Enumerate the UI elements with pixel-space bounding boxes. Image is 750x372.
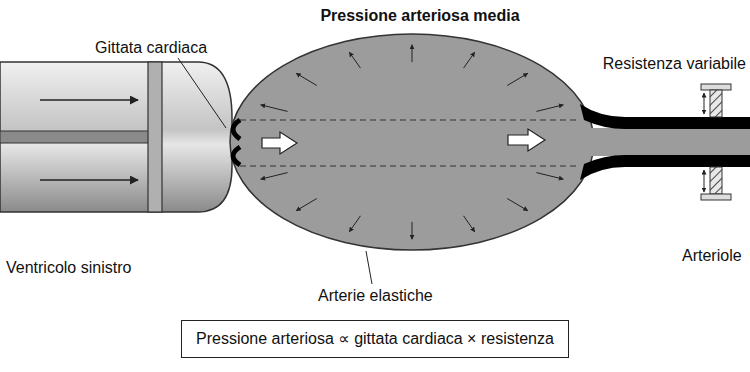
- arteriole-lumen: [588, 128, 750, 156]
- pressure-arrow: [412, 45, 413, 62]
- arteriole-wall: [580, 104, 750, 129]
- valve-leaflet: [233, 147, 240, 165]
- callout-label: Resistenza variabile: [603, 54, 746, 73]
- pressure-arrow: [536, 105, 563, 112]
- pressure-arrow: [507, 73, 528, 85]
- adjust-arrow: [704, 181, 705, 192]
- formula-text: Pressione arteriosa ∝ gittata cardiaca ×…: [196, 329, 554, 348]
- leader-line: [178, 58, 226, 128]
- adjust-arrow: [704, 103, 705, 114]
- part-label: Ventricolo sinistro: [6, 258, 131, 277]
- flow-arrow: [40, 179, 138, 181]
- pressure-arrow: [464, 216, 475, 232]
- pressure-arrows: [261, 45, 564, 239]
- diagram-title: Pressione arteriosa media: [320, 6, 519, 25]
- callout-label: Gittata cardiaca: [95, 38, 207, 57]
- dashed-line: [240, 120, 580, 121]
- valve-leaflet: [233, 120, 240, 139]
- pressure-arrow: [464, 52, 475, 68]
- part-label: Arteriole: [682, 246, 742, 265]
- adjust-arrow: [704, 93, 705, 103]
- hollow-arrow: [508, 129, 545, 151]
- ventricle-body: [0, 62, 232, 212]
- pressure-arrow: [507, 199, 528, 211]
- formula-box: Pressione arteriosa ∝ gittata cardiaca ×…: [181, 320, 569, 358]
- ventricle-divider: [0, 131, 150, 143]
- dashed-line: [240, 166, 580, 167]
- part-label: Arterie elastiche: [318, 286, 433, 305]
- clamp-screw: [710, 167, 722, 194]
- clamp-screw: [710, 90, 722, 117]
- adjust-arrow: [704, 170, 705, 181]
- pressure-arrow: [412, 222, 413, 239]
- pressure-arrow: [261, 105, 288, 112]
- pressure-arrow: [296, 199, 317, 211]
- pressure-arrow: [536, 173, 563, 180]
- hollow-arrow: [262, 132, 297, 154]
- clamp-cap: [701, 194, 731, 200]
- pressure-arrow: [349, 216, 360, 232]
- flow-arrow: [40, 99, 138, 101]
- pressure-arrow: [296, 73, 317, 85]
- elastic-arteries-balloon: [230, 34, 594, 250]
- clamp-cap: [701, 84, 731, 90]
- pressure-arrow: [261, 173, 288, 180]
- arteriole-wall: [580, 155, 750, 180]
- leader-line: [366, 251, 372, 284]
- piston: [148, 62, 162, 212]
- pressure-arrow: [349, 52, 360, 68]
